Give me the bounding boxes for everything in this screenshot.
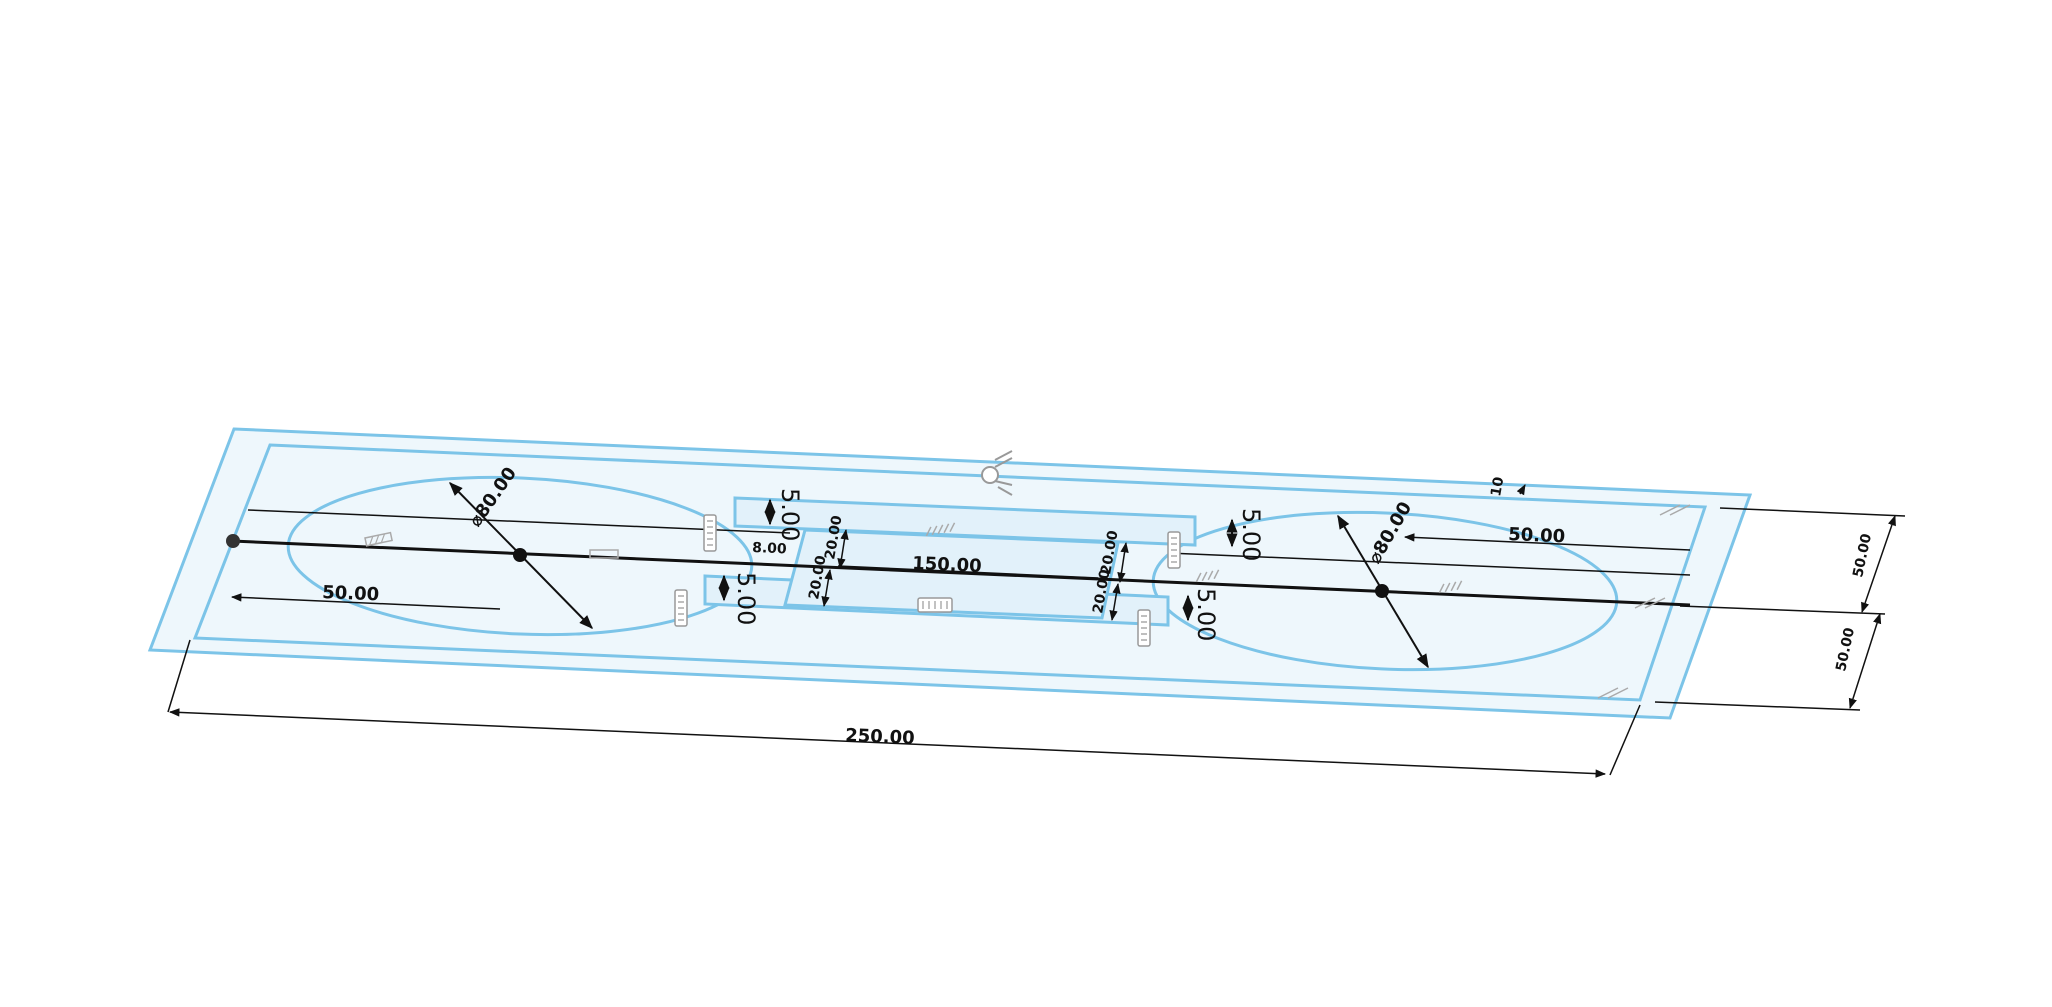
overall-length-text[interactable]: 250.00 <box>845 725 915 749</box>
center-distance-text[interactable]: 150.00 <box>912 553 982 577</box>
constraint-icon[interactable] <box>703 514 717 552</box>
top-right-small-text[interactable]: 10 <box>1488 475 1507 497</box>
top-right-small-line <box>1516 484 1526 496</box>
slot-right-gap-text[interactable]: 5.00 <box>1237 508 1265 561</box>
left-offset-upper-line <box>247 509 791 534</box>
left-diameter-line <box>449 481 593 630</box>
constraint-icon[interactable] <box>1167 531 1181 569</box>
slot-h-left-b-text[interactable]: 20.00 <box>806 554 829 601</box>
slot-top-gap-text[interactable]: 5.00 <box>776 488 804 541</box>
constraint-icon[interactable] <box>364 531 393 547</box>
constraint-icon[interactable] <box>1137 609 1151 647</box>
right-height-upper-line <box>1861 515 1896 613</box>
slot-h-right-b <box>1109 582 1121 622</box>
slot-h-left-a <box>837 528 849 570</box>
right-height-upper-text[interactable]: 50.00 <box>1850 532 1875 579</box>
right-ext-bot <box>1654 701 1861 711</box>
constraint-icon[interactable] <box>1195 569 1220 583</box>
overall-length-line <box>168 708 1607 778</box>
origin-icon[interactable] <box>981 450 1013 496</box>
left-offset-lower-line <box>230 593 501 610</box>
overall-ext-right <box>1609 704 1641 776</box>
right-ext-mid <box>1679 605 1886 615</box>
left-circle[interactable] <box>285 468 756 645</box>
slot-left-gap-text[interactable]: 5.00 <box>732 572 760 625</box>
constraint-icon[interactable] <box>1597 687 1629 699</box>
constraint-icon[interactable] <box>1438 580 1463 594</box>
right-height-lower-text[interactable]: 50.00 <box>1833 626 1858 673</box>
slot-h-left-a-text[interactable]: 20.00 <box>822 514 845 561</box>
right-height-lower-line <box>1848 612 1882 710</box>
origin-point[interactable] <box>226 534 240 548</box>
right-ext-top <box>1719 507 1906 517</box>
right-offset-text[interactable]: 50.00 <box>1508 524 1566 547</box>
right-offset-lower-line <box>1167 552 1691 576</box>
constraint-icon[interactable] <box>674 589 688 627</box>
slot-upper[interactable] <box>733 496 1197 547</box>
right-offset-upper-line <box>1403 533 1691 551</box>
slot-h-right-a-text[interactable]: 20.00 <box>1098 529 1121 576</box>
overall-ext-left <box>167 639 191 713</box>
slot-h-right-a <box>1117 541 1129 584</box>
left-offset-text[interactable]: 50.00 <box>322 582 380 605</box>
center-distance-line <box>837 565 1099 579</box>
slot-lower-right-gap-text[interactable]: 5.00 <box>1192 588 1220 641</box>
sketch-plane-inner[interactable] <box>192 443 1708 702</box>
small-width-text[interactable]: 8.00 <box>752 540 787 558</box>
constraint-icon[interactable] <box>1634 597 1666 609</box>
slot-h-right-b-text[interactable]: 20.00 <box>1090 568 1113 615</box>
constraint-icon[interactable] <box>1659 504 1691 516</box>
constraint-icon[interactable] <box>917 597 953 613</box>
right-diameter-line <box>1337 514 1429 669</box>
constraint-icon[interactable] <box>925 522 956 537</box>
constraint-icon[interactable] <box>589 549 619 559</box>
slot-h-left-b <box>821 568 833 608</box>
